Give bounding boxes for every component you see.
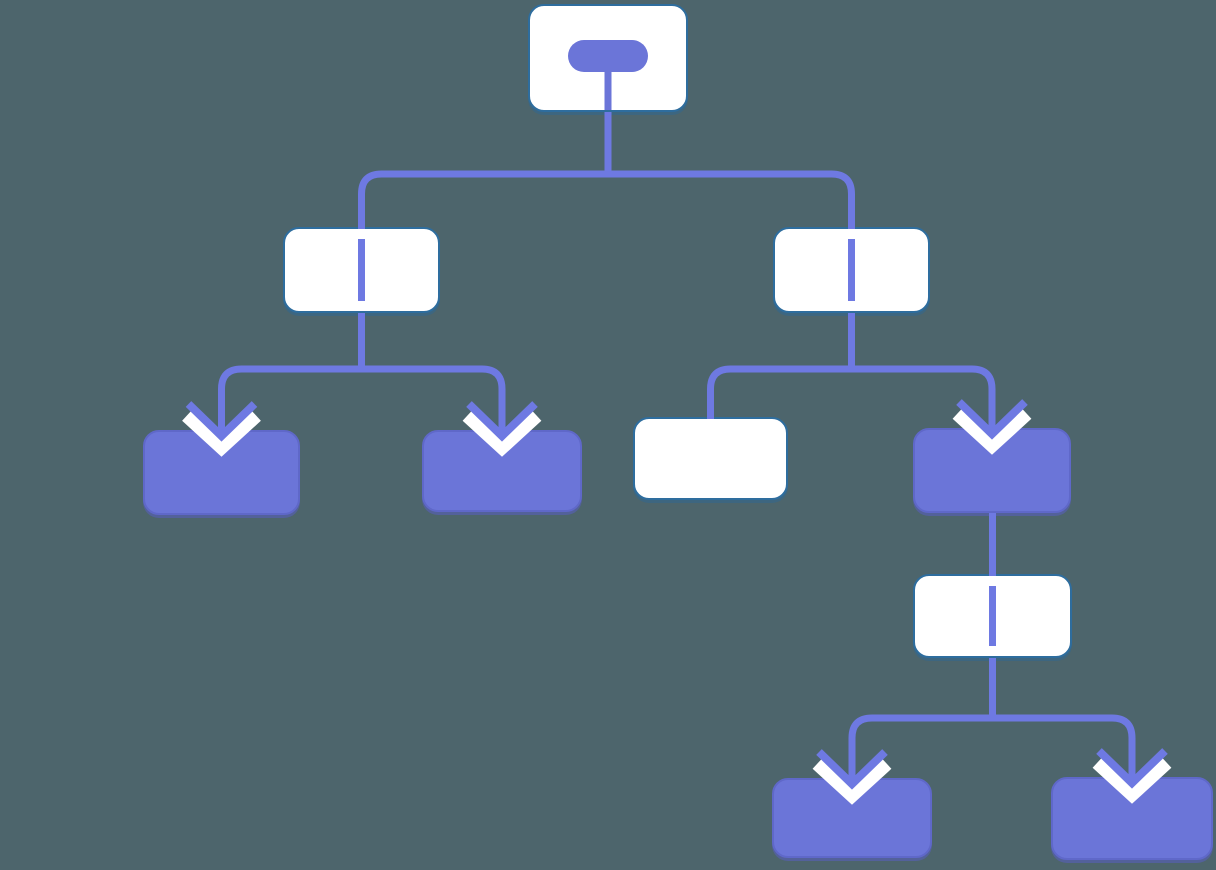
node-branch-left[interactable] xyxy=(283,227,440,313)
edge-connector-split xyxy=(848,714,1136,783)
edge-connector-split xyxy=(218,365,506,435)
node-leaf-left-2[interactable] xyxy=(422,430,582,512)
node-root[interactable] xyxy=(528,4,688,112)
node-branch-bottom[interactable] xyxy=(913,574,1072,658)
edge-connector-split xyxy=(358,170,855,229)
node-leaf-bottom-1[interactable] xyxy=(772,778,932,858)
node-node-right-2[interactable] xyxy=(913,428,1071,513)
node-leaf-bottom-2[interactable] xyxy=(1051,777,1213,860)
node-leaf-empty[interactable] xyxy=(633,417,788,500)
node-branch-right[interactable] xyxy=(773,227,930,313)
node-leaf-left-1[interactable] xyxy=(143,430,300,515)
